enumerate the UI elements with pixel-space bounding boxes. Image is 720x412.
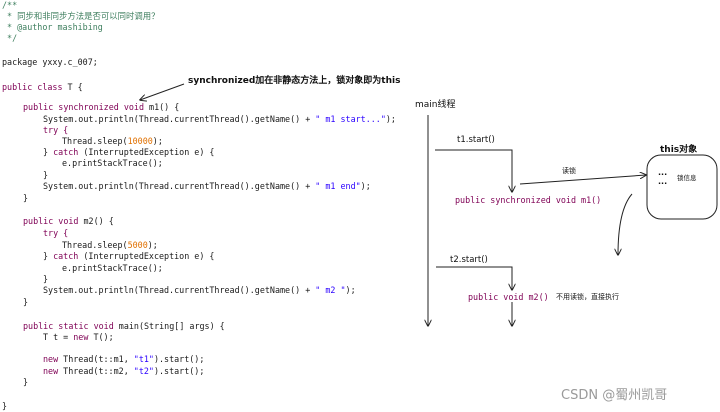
m1-sleep: Thread.sleep(10000); bbox=[62, 136, 163, 147]
string-literal: " m2 " bbox=[315, 285, 346, 295]
keyword: catch bbox=[53, 147, 79, 157]
code-text: Thread.sleep( bbox=[62, 136, 128, 146]
m2-end: } bbox=[23, 297, 29, 307]
m1-stacktrace: e.printStackTrace(); bbox=[62, 158, 163, 168]
keyword: public synchronized void bbox=[23, 102, 145, 112]
doc-comment-line: * 同步和非同步方法是否可以同时调用？ bbox=[2, 11, 160, 21]
t1-start-label: t1.start() bbox=[457, 135, 495, 145]
class-name: T { bbox=[62, 82, 83, 92]
code-text: ).start(); bbox=[153, 354, 205, 364]
m2-print: System.out.println(Thread.currentThread(… bbox=[43, 285, 356, 296]
acquire-lock-arrow bbox=[519, 175, 646, 185]
method-signature: m2() { bbox=[78, 216, 114, 226]
release-lock-arrow bbox=[618, 193, 633, 255]
watermark: CSDN @蜀州凯哥 bbox=[561, 388, 668, 403]
annotation-arrow bbox=[140, 83, 185, 100]
code-text: ); bbox=[360, 181, 371, 191]
m2-try: try { bbox=[43, 228, 69, 238]
code-text: ); bbox=[152, 136, 163, 146]
ellipsis: ... bbox=[658, 177, 668, 186]
main-declaration: public static void main(String[] args) { bbox=[23, 321, 225, 332]
m2-catch: } catch (InterruptedException e) { bbox=[43, 251, 214, 262]
doc-comment-line: /** bbox=[2, 0, 18, 10]
string-literal: " m1 start..." bbox=[315, 114, 386, 124]
m2-call-label: public void m2() bbox=[468, 292, 549, 302]
code-text: System.out.println(Thread.currentThread(… bbox=[43, 114, 316, 124]
package-line: package yxxy.c_007; bbox=[2, 57, 98, 67]
main-thread-label: main线程 bbox=[415, 100, 456, 110]
ellipsis: ... bbox=[658, 168, 668, 177]
main-start-t1: new Thread(t::m1, "t1").start(); bbox=[43, 354, 204, 365]
this-object-title: this对象 bbox=[660, 145, 698, 155]
code-text: T t = bbox=[43, 332, 74, 342]
code-text: (InterruptedException e) { bbox=[78, 251, 215, 261]
t2-start-arrow bbox=[436, 266, 512, 290]
number-literal: 10000 bbox=[127, 136, 153, 146]
keyword: new bbox=[43, 354, 59, 364]
main-end: } bbox=[23, 377, 29, 387]
m1-print-start: System.out.println(Thread.currentThread(… bbox=[43, 114, 396, 125]
keyword: catch bbox=[53, 251, 79, 261]
lock-label: 读锁 bbox=[562, 167, 576, 175]
code-text: ); bbox=[385, 114, 396, 124]
code-text: Thread(t::m2, bbox=[58, 366, 134, 376]
m2-note: 不用读锁，直接执行 bbox=[556, 293, 619, 301]
keyword: new bbox=[73, 332, 89, 342]
string-literal: "t1" bbox=[133, 354, 154, 364]
code-text: System.out.println(Thread.currentThread(… bbox=[43, 285, 316, 295]
m2-stacktrace: e.printStackTrace(); bbox=[62, 263, 163, 273]
main-start-t2: new Thread(t::m2, "t2").start(); bbox=[43, 366, 204, 377]
string-literal: " m1 end" bbox=[315, 181, 361, 191]
m2-sleep: Thread.sleep(5000); bbox=[62, 240, 158, 251]
keyword: new bbox=[43, 366, 59, 376]
m2-declaration: public void m2() { bbox=[23, 216, 114, 227]
code-text: System.out.println(Thread.currentThread(… bbox=[43, 181, 316, 191]
m2-catch-close: } bbox=[43, 274, 49, 284]
m1-print-end: System.out.println(Thread.currentThread(… bbox=[43, 181, 371, 192]
code-text: Thread.sleep( bbox=[62, 240, 128, 250]
this-object-box bbox=[646, 154, 718, 220]
method-signature: main(String[] args) { bbox=[113, 321, 225, 331]
code-text: ); bbox=[345, 285, 356, 295]
code-text: Thread(t::m1, bbox=[58, 354, 134, 364]
string-literal: "t2" bbox=[133, 366, 154, 376]
m1-declaration: public synchronized void m1() { bbox=[23, 102, 179, 113]
code-text: ); bbox=[147, 240, 158, 250]
keyword: public class bbox=[2, 82, 63, 92]
doc-comment-line: */ bbox=[2, 33, 18, 43]
keyword: public void bbox=[23, 216, 79, 226]
m1-catch-close: } bbox=[43, 170, 49, 180]
synchronized-annotation: synchronized加在非静态方法上，锁对象即为this bbox=[188, 76, 401, 86]
t1-start-arrow bbox=[435, 149, 512, 192]
keyword: public static void bbox=[23, 321, 114, 331]
t2-start-label: t2.start() bbox=[450, 255, 488, 265]
code-text: T(); bbox=[88, 332, 114, 342]
method-signature: m1() { bbox=[144, 102, 180, 112]
code-text: } bbox=[43, 147, 54, 157]
m1-try: try { bbox=[43, 125, 69, 135]
number-literal: 5000 bbox=[127, 240, 148, 250]
code-text: } bbox=[43, 251, 54, 261]
m1-end: } bbox=[23, 193, 29, 203]
m1-call-label: public synchronized void m1() bbox=[455, 195, 602, 205]
m1-catch: } catch (InterruptedException e) { bbox=[43, 147, 214, 158]
class-declaration: public class T { bbox=[2, 82, 83, 93]
doc-comment-line: * @author mashibing bbox=[2, 22, 103, 32]
class-end: } bbox=[2, 401, 8, 411]
main-new-t: T t = new T(); bbox=[43, 332, 114, 343]
code-text: (InterruptedException e) { bbox=[78, 147, 215, 157]
code-text: ).start(); bbox=[153, 366, 205, 376]
lock-info-label: 锁信息 bbox=[677, 174, 697, 182]
code-panel: /** * 同步和非同步方法是否可以同时调用？ * @author mashib… bbox=[2, 0, 422, 411]
